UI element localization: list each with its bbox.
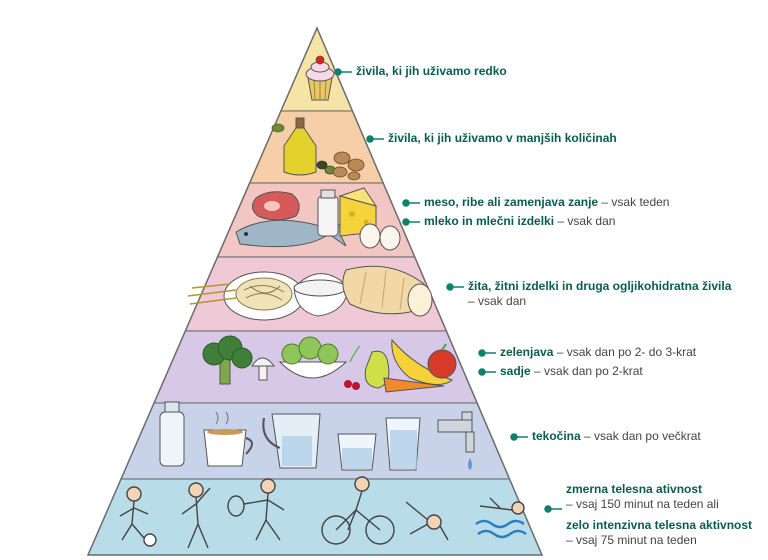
cyclist-icon bbox=[321, 476, 395, 545]
label-fruit: sadje – vsak dan po 2-krat bbox=[500, 364, 643, 379]
faucet-icon bbox=[437, 411, 475, 470]
milk-bottle-icon bbox=[317, 189, 339, 237]
broccoli-icon bbox=[202, 335, 253, 385]
tier-oils bbox=[88, 110, 542, 184]
label-meat: meso, ribe ali zamenjava zanje – vsak te… bbox=[424, 195, 669, 210]
label-vegetables-rest: – vsak dan po 2- do 3-krat bbox=[553, 345, 697, 359]
label-intense-bold: zelo intenzivna telesna aktivnost bbox=[566, 518, 753, 532]
tier-activity bbox=[88, 478, 542, 555]
label-grains-bold: žita, žitni izdelki in druga ogljikohidr… bbox=[468, 279, 732, 293]
label-moderate-rest: – vsaj 150 minut na teden ali bbox=[566, 497, 719, 511]
swimmer-icon bbox=[475, 497, 527, 539]
cupcake-icon bbox=[305, 55, 335, 101]
water-bottle-icon bbox=[159, 401, 185, 467]
label-grains-rest: – vsak dan bbox=[468, 294, 527, 308]
label-fruit-rest: – vsak dan po 2-krat bbox=[530, 364, 643, 378]
glass-tall-icon bbox=[385, 417, 421, 471]
eggs-icon bbox=[359, 223, 401, 251]
label-fruit-bold: sadje bbox=[500, 364, 531, 378]
rice-icon bbox=[293, 273, 349, 317]
label-intense-rest: – vsaj 75 minut na teden bbox=[566, 533, 697, 547]
label-oils: živila, ki jih uživamo v manjših količin… bbox=[388, 131, 617, 146]
label-sweets: živila, ki jih uživamo redko bbox=[356, 64, 507, 79]
mushroom-icon bbox=[251, 357, 276, 381]
label-oils-bold: živila, ki jih uživamo v manjših količin… bbox=[388, 131, 617, 145]
apple-icon bbox=[427, 343, 457, 379]
cup-icon bbox=[203, 411, 253, 467]
label-grains: žita, žitni izdelki in druga ogljikohidr… bbox=[468, 279, 731, 309]
label-vegetables: zelenjava – vsak dan po 2- do 3-krat bbox=[500, 345, 696, 360]
label-liquids-bold: tekočina bbox=[532, 429, 581, 443]
banana-icon bbox=[391, 338, 454, 385]
cherry-icon bbox=[344, 345, 361, 390]
nuts-icon bbox=[332, 151, 365, 181]
wheat-icon bbox=[187, 283, 237, 305]
pasta-icon bbox=[223, 271, 305, 321]
olives-icon bbox=[316, 160, 336, 175]
tennis-icon bbox=[227, 478, 285, 541]
label-liquids: tekočina – vsak dan po večkrat bbox=[532, 429, 701, 444]
label-sweets-bold: živila, ki jih uživamo redko bbox=[356, 64, 507, 78]
oil-bottle-icon bbox=[271, 117, 317, 176]
label-meat-bold: meso, ribe ali zamenjava zanje bbox=[424, 195, 599, 209]
carrot-icon bbox=[383, 377, 445, 393]
runner-icon bbox=[119, 486, 157, 547]
gymnast-floor-icon bbox=[405, 501, 449, 541]
jug-icon bbox=[262, 413, 321, 469]
label-moderate-activity: zmerna telesna ativnost – vsaj 150 minut… bbox=[566, 482, 719, 512]
meat-icon bbox=[252, 191, 300, 221]
label-intense-activity: zelo intenzivna telesna aktivnost – vsaj… bbox=[566, 518, 752, 548]
label-moderate-bold: zmerna telesna ativnost bbox=[566, 482, 703, 496]
label-vegetables-bold: zelenjava bbox=[500, 345, 554, 359]
bread-icon bbox=[342, 265, 433, 317]
salad-icon bbox=[278, 336, 348, 379]
gymnast-icon bbox=[181, 482, 211, 549]
label-meat-rest: – vsak teden bbox=[598, 195, 670, 209]
label-dairy-rest: – vsak dan bbox=[554, 214, 616, 228]
glass-icon bbox=[337, 433, 377, 471]
label-dairy: mleko in mlečni izdelki – vsak dan bbox=[424, 214, 615, 229]
label-liquids-rest: – vsak dan po večkrat bbox=[580, 429, 701, 443]
label-dairy-bold: mleko in mlečni izdelki bbox=[424, 214, 555, 228]
